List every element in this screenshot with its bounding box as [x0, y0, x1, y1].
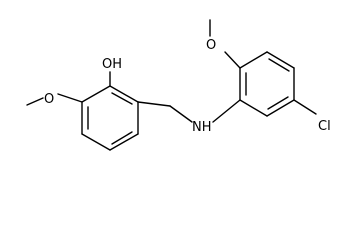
bond-c2-c1 [109, 85, 139, 103]
double-bond-c4-c3 [111, 131, 133, 145]
bond-r6-r1 [239, 99, 268, 117]
double-bond-r5-r6 [267, 96, 289, 110]
bond-c5-c4 [81, 133, 111, 151]
double-bond-r3-r4 [268, 58, 290, 72]
bond-r2-o [224, 51, 241, 69]
right-benzene-ring [239, 51, 295, 117]
bond-c4-c3 [109, 133, 139, 151]
bond-c1-c6 [81, 85, 111, 103]
left-benzene-ring [81, 85, 139, 151]
molecule-drawing: OH O NH O Cl [26, 19, 331, 151]
methoxy-right-oxygen-label: O [206, 38, 216, 53]
double-bond-c2-c1 [111, 92, 133, 105]
bond-r5-r6 [266, 99, 295, 117]
structure-canvas: OH O NH O Cl [26, 19, 331, 151]
bond-r2-r3 [239, 51, 268, 69]
bond-c2-ch2 [137, 101, 171, 107]
hydroxyl-label: OH [102, 57, 122, 72]
bond-ch2-n [169, 105, 193, 123]
amine-label: NH [192, 120, 212, 135]
chlorine-label: Cl [318, 119, 331, 134]
bond-r5-cl [293, 99, 317, 115]
bond-c6-o [57, 93, 83, 103]
bond-n-aryl [212, 99, 241, 123]
bond-r3-r4 [266, 51, 295, 69]
bond-o-methyl-left [26, 97, 44, 106]
methoxy-left-oxygen-label: O [44, 92, 54, 107]
